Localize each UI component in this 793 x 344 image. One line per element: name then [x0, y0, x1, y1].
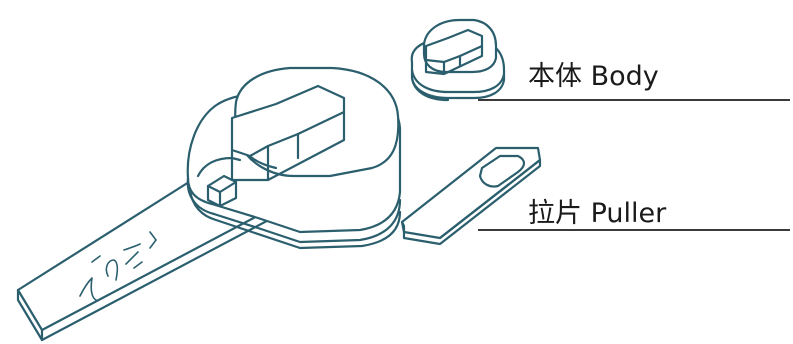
- assembled-slider: [16, 66, 402, 342]
- body-label: 本体 Body: [528, 61, 659, 92]
- exploded-puller: [400, 146, 542, 246]
- exploded-slider-body: [410, 18, 506, 102]
- puller-label: 拉片 Puller: [528, 198, 667, 229]
- assembled-slider-body: [186, 66, 402, 250]
